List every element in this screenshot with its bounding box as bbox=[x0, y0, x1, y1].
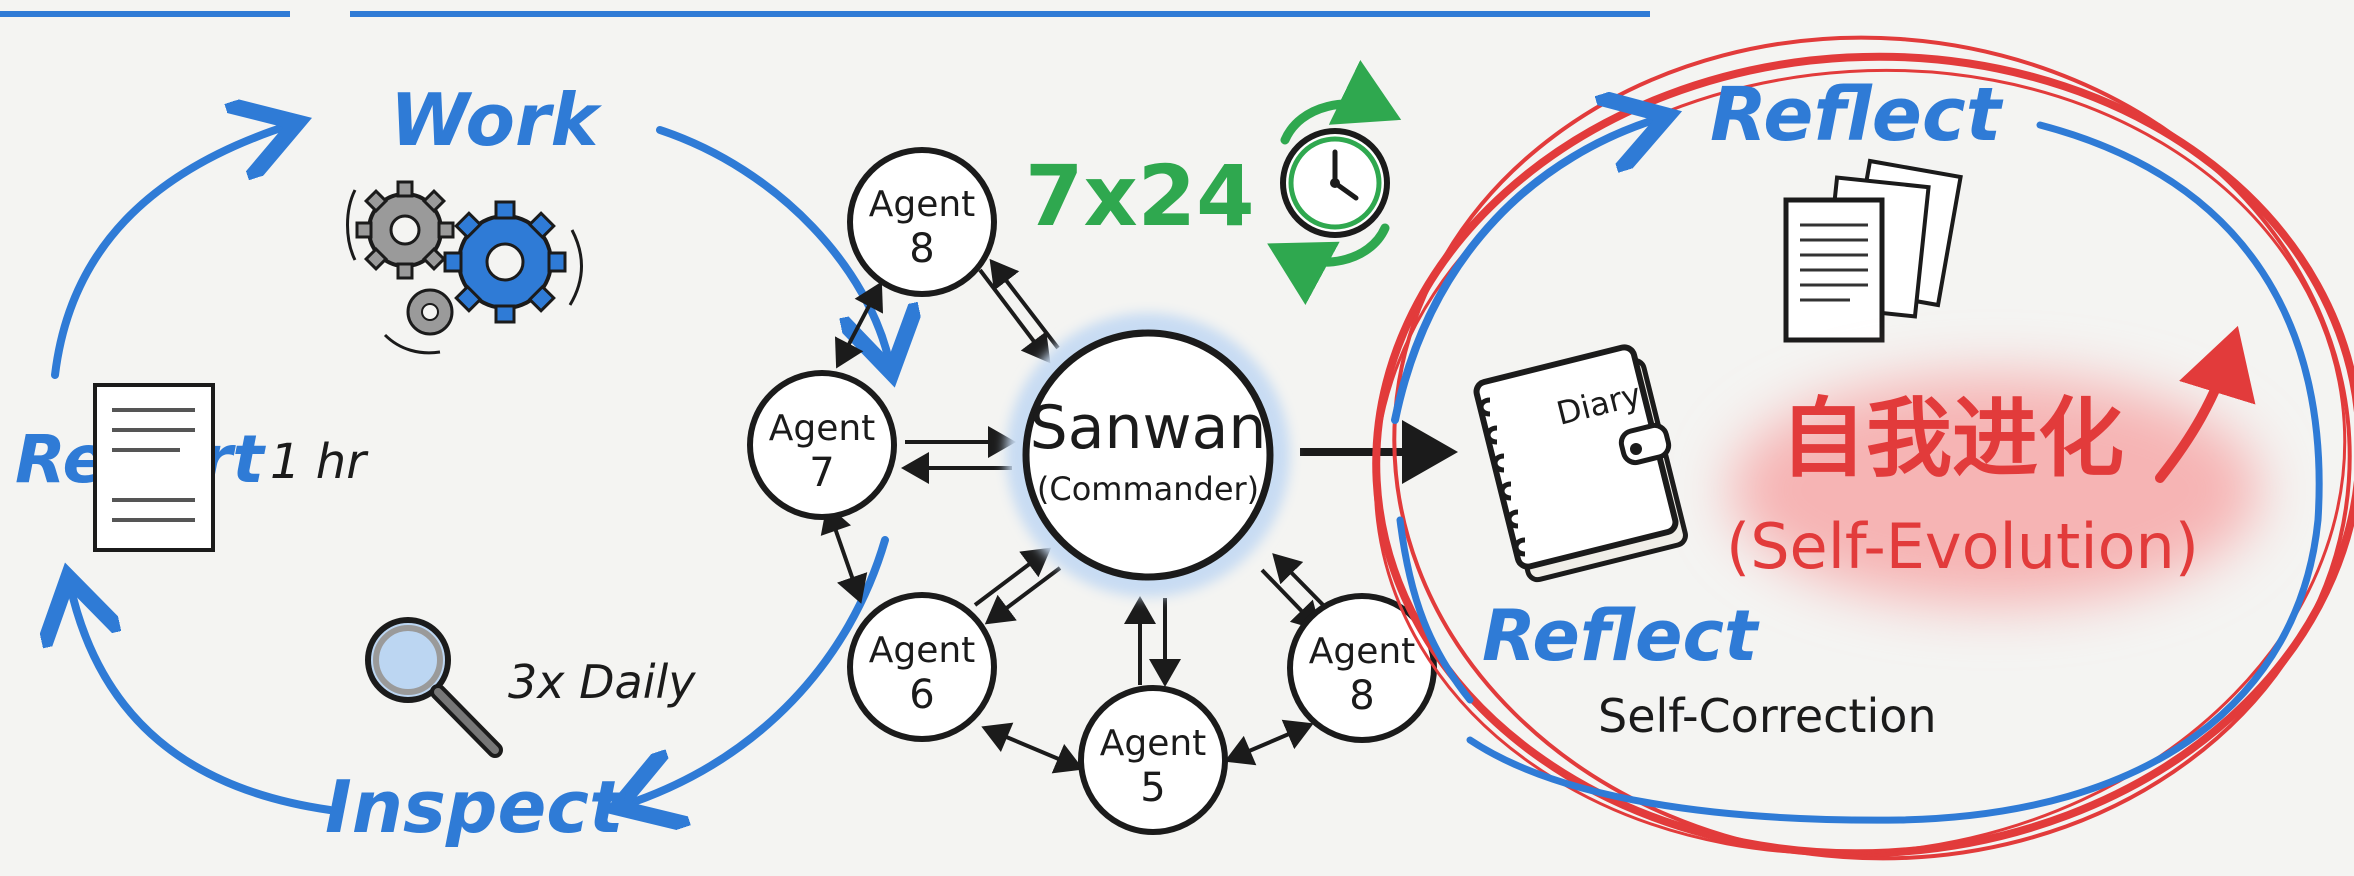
agent-number: 8 bbox=[1349, 673, 1374, 719]
reflect-top-label: Reflect bbox=[1710, 72, 2004, 158]
commander-name: Sanwan bbox=[1030, 393, 1267, 463]
agent-word: Agent bbox=[1309, 631, 1416, 672]
cycle-arrow-report-work bbox=[51, 125, 290, 379]
agent-number: 8 bbox=[909, 226, 934, 272]
evolution-arrow bbox=[2155, 325, 2256, 483]
agent-node: Agent 5 bbox=[1078, 685, 1228, 835]
agent-node: Agent 8 bbox=[847, 147, 997, 297]
papers-icon bbox=[1783, 158, 1963, 343]
uptime-label: 7x24 bbox=[1025, 147, 1255, 245]
evolution-en: (Self-Evolution) bbox=[1726, 510, 2199, 583]
inspect-label: Inspect bbox=[325, 765, 626, 849]
cycle-arrow-inspect-report bbox=[70, 585, 334, 814]
inspect-frequency: 3x Daily bbox=[508, 655, 696, 709]
report-frequency: 1 hr bbox=[270, 434, 369, 490]
magnifier-icon bbox=[365, 617, 503, 758]
cycle-arrow-agents-inspect bbox=[625, 536, 889, 805]
agent-word: Agent bbox=[769, 408, 876, 449]
reflect-bottom-label: Reflect bbox=[1482, 595, 1760, 677]
work-cycle: Work Report 1 hr Inspect 3x Daily bbox=[15, 78, 890, 849]
agent-network: Sanwan (Commander) Agent 8 Agent 7 Agent… bbox=[747, 59, 1458, 835]
commander-node: Sanwan (Commander) bbox=[1006, 313, 1290, 597]
diary-icon: Diary bbox=[1473, 344, 1688, 583]
agent-number: 6 bbox=[909, 672, 934, 718]
document-icon bbox=[93, 383, 215, 552]
agent-number: 7 bbox=[809, 450, 834, 496]
commander-role: (Commander) bbox=[1037, 470, 1259, 508]
agent-node: Agent 8 bbox=[1287, 593, 1437, 743]
clock-icon bbox=[1267, 59, 1402, 306]
agent-word: Agent bbox=[869, 184, 976, 225]
agent-node: Agent 7 bbox=[747, 370, 897, 520]
evolution-glow bbox=[1730, 375, 2260, 605]
gears-icon bbox=[346, 180, 583, 355]
agent-number: 5 bbox=[1140, 765, 1165, 811]
connectors bbox=[820, 258, 1458, 774]
evolution-zh: 自我进化 bbox=[1780, 389, 2124, 489]
self-evolution: Reflect Reflect Self-Correction bbox=[1372, 35, 2354, 861]
agent-word: Agent bbox=[1100, 723, 1207, 764]
self-correction-label: Self-Correction bbox=[1598, 689, 1937, 743]
work-label: Work bbox=[390, 78, 602, 162]
agent-node: Agent 6 bbox=[847, 592, 997, 742]
blue-loop-arrow bbox=[1391, 118, 1660, 424]
agent-word: Agent bbox=[869, 630, 976, 671]
